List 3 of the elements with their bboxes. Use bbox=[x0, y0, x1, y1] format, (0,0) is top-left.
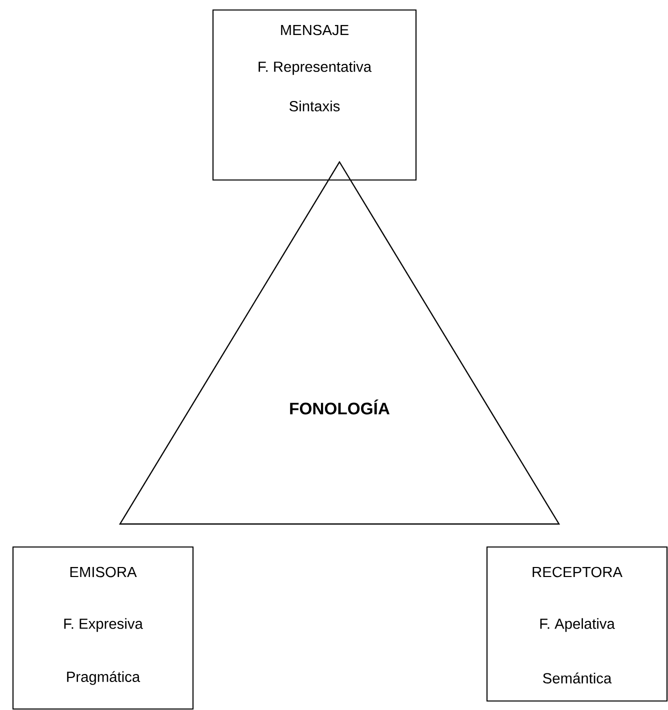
text-box: EMISORA F. Expresiva Pragmática bbox=[12, 546, 194, 710]
text-box: RECEPTORA F. Apelativa Semántica bbox=[486, 546, 668, 702]
text-box: MENSAJE F. Representativa Sintaxis bbox=[212, 9, 417, 181]
